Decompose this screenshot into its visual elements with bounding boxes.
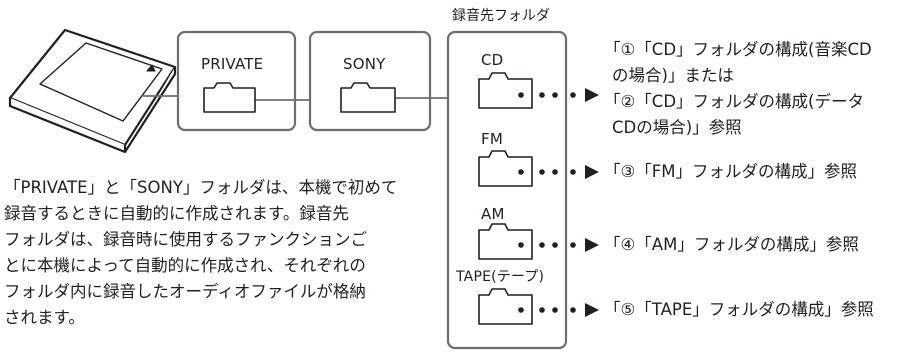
cd-reference-line3: 「②「CD」フォルダの構成(データ — [604, 92, 864, 111]
sony-box — [308, 30, 432, 132]
folder-icon — [478, 223, 533, 260]
folder-icon — [478, 72, 533, 109]
cd-folder-label: CD — [481, 51, 504, 69]
cd-reference-line2: の場合)」または — [612, 66, 734, 85]
tape-folder-label: TAPE(テープ) — [456, 269, 545, 285]
dotted-arrows — [518, 88, 599, 317]
description-line: とに本機によって自動的に作成され、それぞれの — [4, 256, 366, 275]
sony-folder-label: SONY — [343, 55, 386, 73]
description-paragraph: 「PRIVATE」と「SONY」フォルダは、本機で初めて 録音するときに自動的に… — [4, 175, 422, 331]
cd-reference-line4: CDの場合)」参照 — [612, 118, 742, 137]
connector-lines — [143, 95, 448, 101]
cd-reference-line1: 「①「CD」フォルダの構成(音楽CD — [604, 40, 872, 59]
arrow-right-icon — [585, 165, 599, 179]
description-line: 「PRIVATE」と「SONY」フォルダは、本機で初めて — [4, 178, 398, 197]
arrow-right-icon — [585, 88, 599, 102]
description-line: フォルダは、録音時に使用するファンクションご — [4, 230, 367, 249]
arrow-right-icon — [585, 303, 599, 317]
description-line: フォルダ内に録音したオーディオファイルが格納 — [4, 282, 366, 301]
folder-icon — [340, 82, 396, 113]
folder-icon — [478, 150, 533, 187]
arrow-right-icon — [585, 238, 599, 252]
record-folder-heading: 録音先フォルダ — [452, 8, 550, 24]
folder-icon — [478, 288, 533, 325]
description-line: 録音するときに自動的に作成されます。録音先 — [4, 204, 349, 223]
private-box — [176, 30, 297, 132]
description-line: されます。 — [4, 308, 85, 327]
sd-card-icon — [8, 28, 177, 154]
fm-folder-label: FM — [481, 130, 503, 148]
private-folder-label: PRIVATE — [201, 55, 264, 73]
record-folder-box — [446, 30, 568, 350]
am-reference: 「④「AM」フォルダの構成」参照 — [604, 235, 859, 254]
fm-reference: 「③「FM」フォルダの構成」参照 — [604, 162, 858, 181]
am-folder-label: AM — [481, 205, 505, 223]
tape-reference: 「⑤「TAPE」フォルダの構成」参照 — [604, 300, 874, 319]
folder-icon — [203, 82, 256, 113]
folder-boxes — [176, 30, 568, 350]
